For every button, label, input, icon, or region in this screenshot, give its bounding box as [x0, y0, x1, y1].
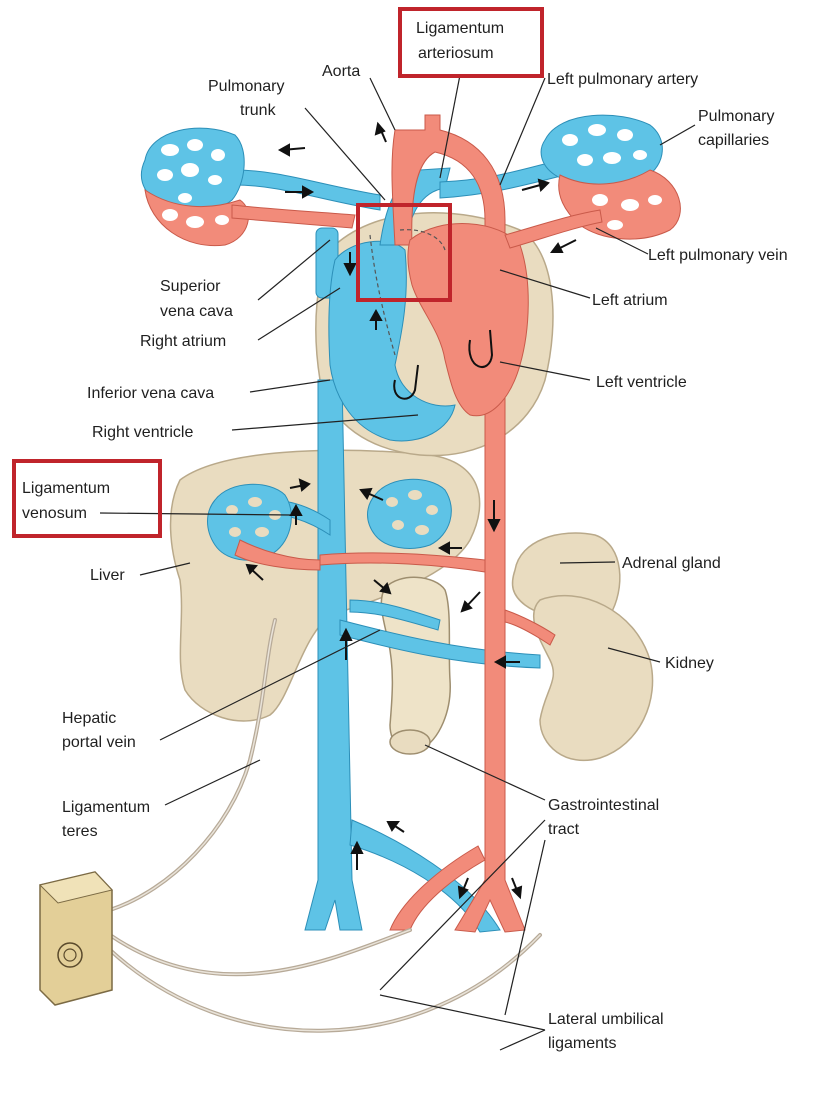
highlight-box-ligamentum-venosum [14, 461, 160, 536]
label-gastrointestinal-tract-line2: tract [548, 821, 580, 838]
label-pulmonary-capillaries-line1: Pulmonary [698, 108, 774, 125]
label-left-pulmonary-vein: Left pulmonary vein [648, 247, 788, 264]
lateral-umbilical-leaders [380, 995, 545, 1050]
label-hepatic-portal-vein-line1: Hepatic [62, 710, 116, 727]
label-left-pulmonary-artery: Left pulmonary artery [547, 71, 698, 88]
label-pulmonary-trunk-line1: Pulmonary [208, 78, 284, 95]
label-lateral-umbilical-ligaments-line1: Lateral umbilical [548, 1011, 664, 1028]
label-adrenal-gland: Adrenal gland [622, 555, 721, 572]
kidney [534, 596, 653, 761]
label-ligamentum-arteriosum-line1: Ligamentum [416, 20, 504, 37]
label-superior-vena-cava-line2: vena cava [160, 303, 233, 320]
label-left-ventricle: Left ventricle [596, 374, 687, 391]
label-ligamentum-venosum-line1: Ligamentum [22, 480, 110, 497]
liver-capillaries-right [368, 479, 452, 548]
label-superior-vena-cava-line1: Superior [160, 278, 221, 295]
right-pulmonary-vein [232, 205, 355, 228]
umbilicus [40, 872, 112, 1005]
label-ligamentum-teres-line2: teres [62, 823, 98, 840]
label-right-ventricle: Right ventricle [92, 424, 193, 441]
label-ligamentum-arteriosum-line2: arteriosum [418, 45, 494, 62]
left-lung-capillaries [141, 128, 248, 246]
gi-tract-end [390, 730, 430, 754]
label-liver: Liver [90, 567, 125, 584]
label-aorta: Aorta [322, 63, 360, 80]
label-ligamentum-teres-line1: Ligamentum [62, 799, 150, 816]
label-inferior-vena-cava: Inferior vena cava [87, 385, 214, 402]
label-kidney: Kidney [665, 655, 714, 672]
label-right-atrium: Right atrium [140, 333, 226, 350]
label-ligamentum-venosum-line2: venosum [22, 505, 87, 522]
label-hepatic-portal-vein-line2: portal vein [62, 734, 136, 751]
label-lateral-umbilical-ligaments-line2: ligaments [548, 1035, 616, 1052]
gastrointestinal-tract [381, 577, 450, 752]
label-pulmonary-trunk-line2: trunk [240, 102, 277, 119]
label-pulmonary-capillaries-line2: capillaries [698, 132, 769, 149]
label-gastrointestinal-tract-line1: Gastrointestinal [548, 797, 659, 814]
label-left-atrium: Left atrium [592, 292, 668, 309]
